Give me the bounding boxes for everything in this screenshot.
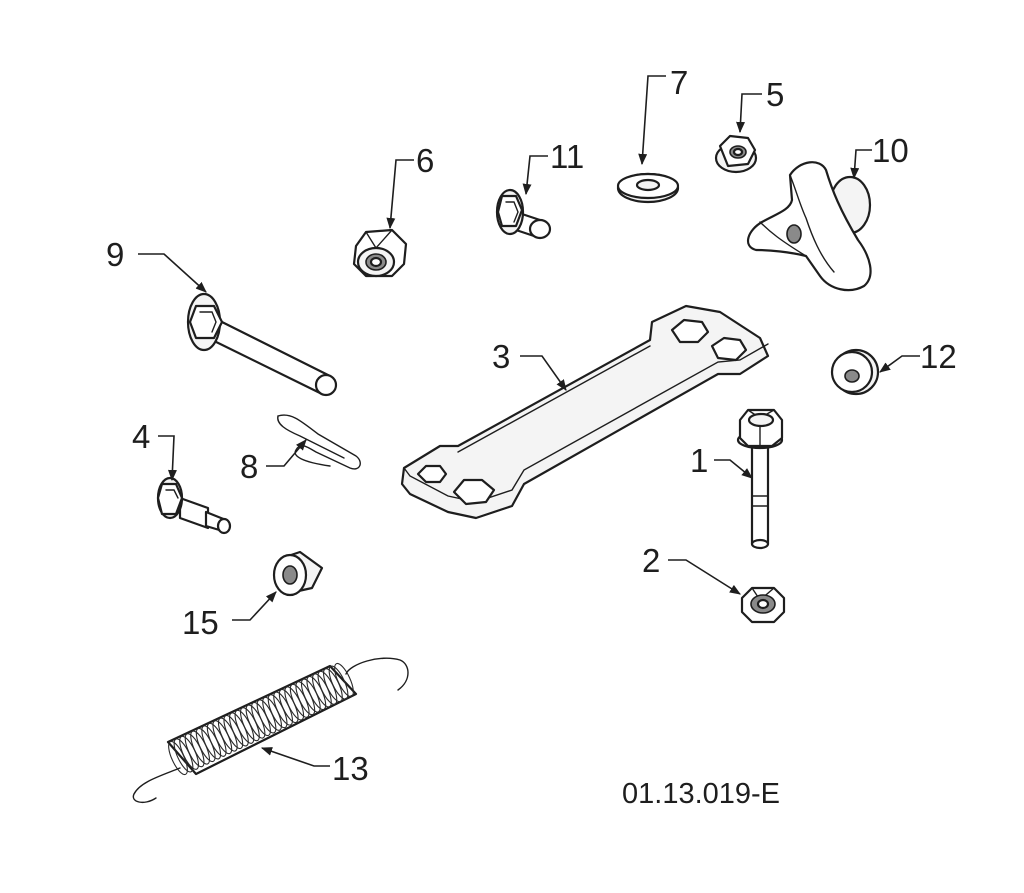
drawing-code: 01.13.019-E	[622, 778, 780, 810]
callout-label-5: 5	[766, 76, 784, 113]
callout-1: 1	[690, 442, 753, 479]
callout-15: 15	[182, 591, 277, 641]
spring-coils	[168, 662, 354, 776]
spring-coil	[334, 662, 354, 698]
callout-label-8: 8	[240, 448, 258, 485]
part-15-spacer	[272, 550, 324, 597]
callout-label-9: 9	[106, 236, 124, 273]
part-4-shoulder-bolt	[156, 476, 232, 535]
callout-label-3: 3	[492, 338, 510, 375]
part-10-knob	[746, 161, 872, 292]
callout-4: 4	[132, 418, 177, 482]
callout-3: 3	[492, 338, 567, 391]
callout-label-1: 1	[690, 442, 708, 479]
part-6-lock-nut	[352, 228, 408, 278]
part-7-washer	[616, 172, 680, 204]
part-9-pin	[186, 292, 338, 397]
part-2-lock-nut	[740, 586, 786, 624]
part-8-hairpin-clip	[277, 414, 361, 470]
part-5-flange-nut	[714, 134, 758, 174]
callout-7: 7	[638, 64, 688, 166]
part-11-shoulder-bolt	[495, 188, 552, 240]
callout-label-7: 7	[670, 64, 688, 101]
callout-5: 5	[736, 76, 784, 134]
callout-11: 11	[522, 138, 584, 196]
part-12-bushing	[830, 348, 880, 396]
callout-13: 13	[260, 747, 369, 787]
callout-label-6: 6	[416, 142, 434, 179]
callout-8: 8	[240, 439, 307, 485]
callout-label-13: 13	[332, 750, 369, 787]
callout-9: 9	[106, 236, 207, 293]
callout-label-15: 15	[182, 604, 219, 641]
part-3-wrench-plate	[400, 304, 770, 520]
part-13-spring	[132, 657, 409, 804]
callout-2: 2	[642, 542, 741, 595]
callout-label-12: 12	[920, 338, 957, 375]
callout-label-2: 2	[642, 542, 660, 579]
part-1-bolt	[736, 408, 784, 550]
callout-6: 6	[386, 142, 434, 230]
callout-label-10: 10	[872, 132, 909, 169]
callout-label-11: 11	[550, 138, 584, 175]
callout-10: 10	[850, 132, 909, 180]
spring-coil	[328, 665, 349, 700]
callout-12: 12	[879, 338, 957, 375]
callout-label-4: 4	[132, 418, 150, 455]
